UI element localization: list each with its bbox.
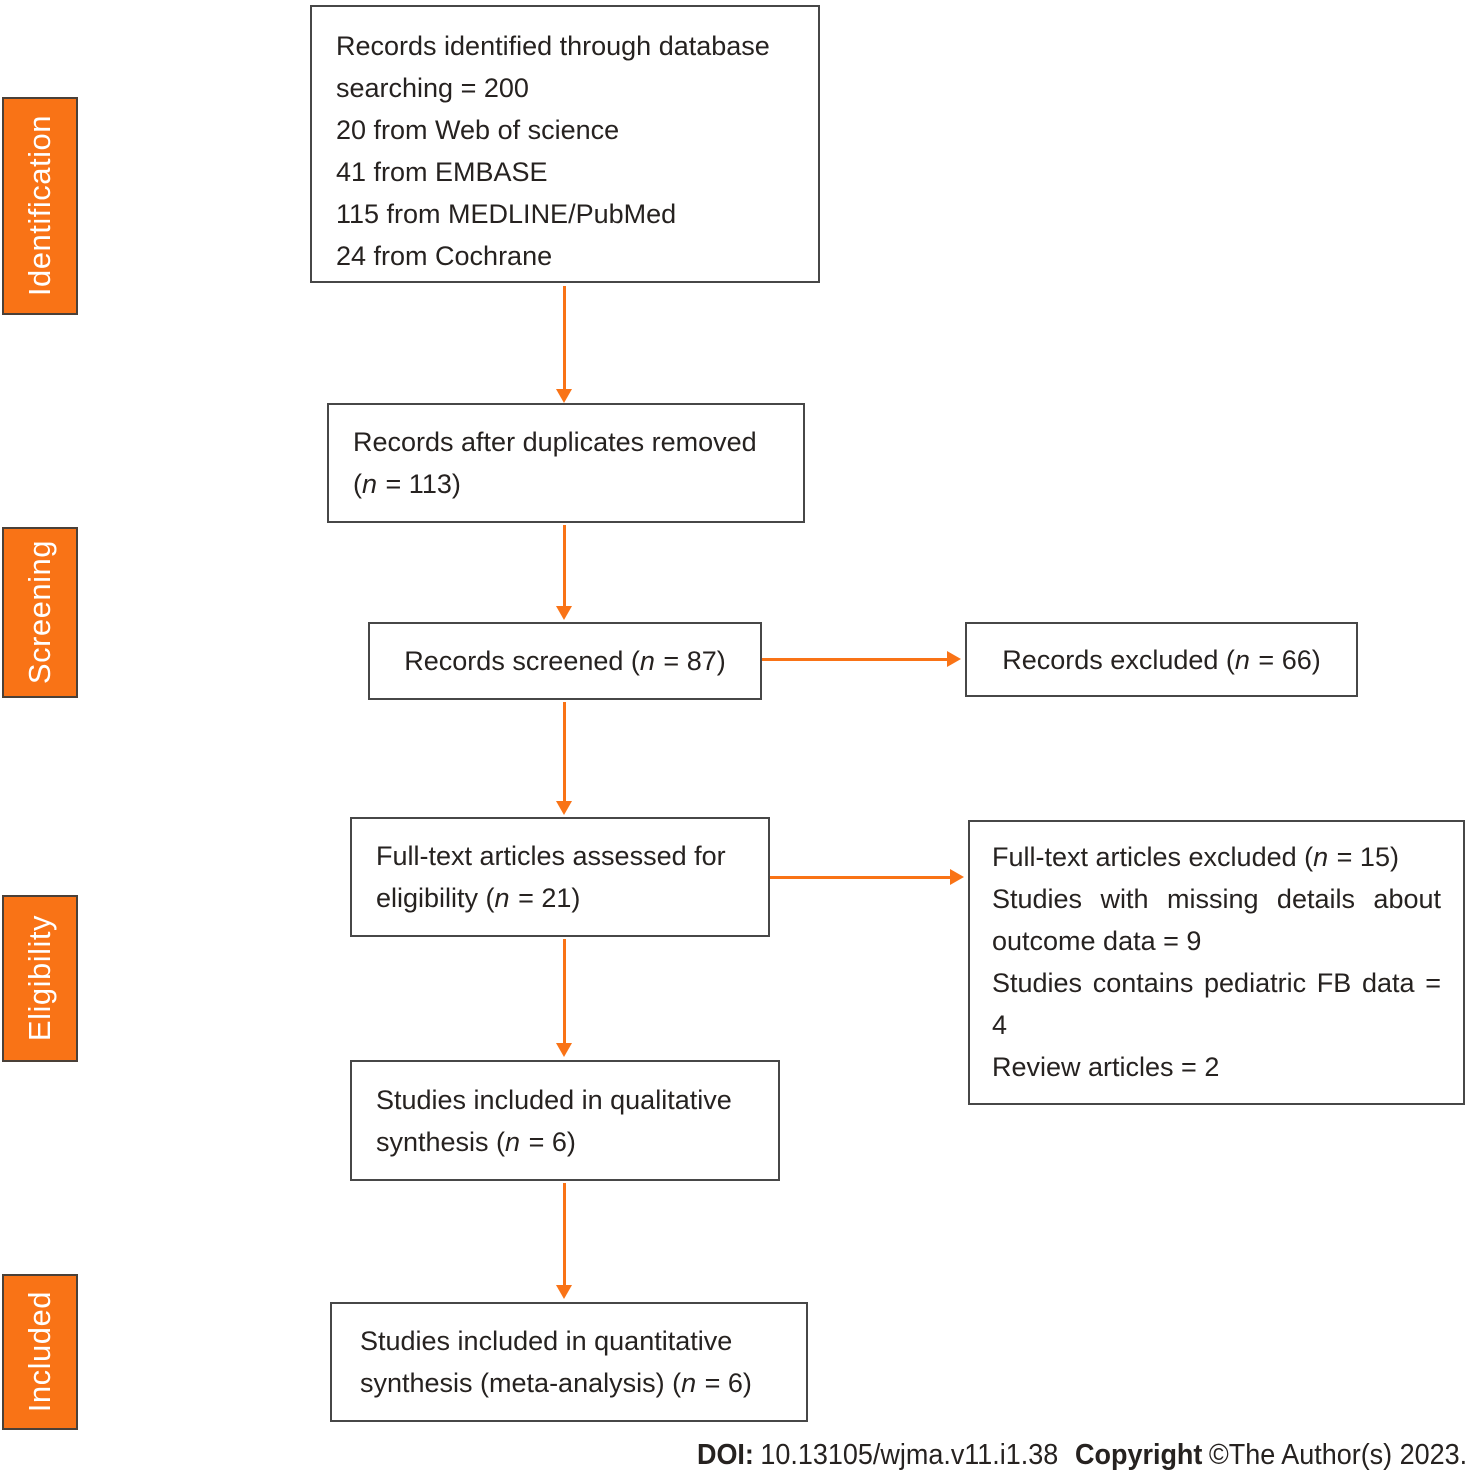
footer-citation: DOI:10.13105/wjma.v11.i1.38 Copyright©The…: [697, 1437, 1467, 1473]
italic-n: n: [505, 1126, 521, 1157]
arrow-screened-to-excluded: [762, 658, 948, 661]
box-records-screened: Records screened (n = 87): [368, 622, 762, 700]
duplicates-removed-text: Records after duplicates removed (n = 11…: [353, 421, 779, 505]
text-fragment: = 15): [1329, 842, 1399, 872]
text-fragment: Records excluded (: [1002, 644, 1235, 675]
box-qualitative-synthesis: Studies included in qualitative synthesi…: [350, 1060, 780, 1181]
text-fragment: Records screened (: [404, 646, 640, 676]
text-fragment: Full-text articles excluded (: [992, 842, 1314, 872]
fulltext-excluded-line1: Full-text articles excluded (n = 15): [992, 836, 1441, 878]
arrowhead-down-icon: [556, 389, 572, 403]
fulltext-excluded-line2: Studies with missing details about outco…: [992, 884, 1441, 956]
arrow-qualitative-to-quantitative: [563, 1183, 566, 1286]
text-fragment: = 87): [655, 646, 726, 676]
doi-label: DOI:: [696, 1439, 754, 1471]
arrow-duplicates-to-screened: [563, 525, 566, 607]
text-fragment: Records after duplicates removed (: [353, 427, 757, 499]
text-fragment: Studies included in quantitative synthes…: [360, 1326, 733, 1398]
doi-value: 10.13105/wjma.v11.i1.38: [760, 1439, 1059, 1471]
italic-n: n: [681, 1368, 697, 1398]
fulltext-excluded-line4: Review articles = 2: [992, 1052, 1220, 1082]
stage-label-identification: Identification: [2, 97, 78, 315]
stage-label-identification-text: Identification: [22, 115, 57, 297]
stage-label-included-text: Included: [22, 1291, 57, 1413]
quantitative-synthesis-text: Studies included in quantitative synthes…: [360, 1320, 778, 1404]
arrow-screened-to-fulltext: [563, 702, 566, 802]
text-fragment: Full-text articles assessed for eligibil…: [376, 841, 726, 913]
box-quantitative-synthesis: Studies included in quantitative synthes…: [330, 1302, 808, 1422]
box-duplicates-removed: Records after duplicates removed (n = 11…: [327, 403, 805, 523]
records-identified-line: Records identified through database sear…: [336, 31, 770, 103]
stage-label-screening: Screening: [2, 527, 78, 698]
box-records-excluded: Records excluded (n = 66): [965, 622, 1358, 697]
fulltext-assessed-text: Full-text articles assessed for eligibil…: [376, 835, 744, 919]
arrow-fulltext-to-qualitative: [563, 939, 566, 1044]
stage-label-included: Included: [2, 1274, 78, 1430]
text-fragment: = 113): [378, 469, 461, 499]
arrow-identified-to-duplicates: [563, 286, 566, 390]
arrowhead-right-icon: [947, 651, 961, 667]
text-fragment: = 66): [1250, 644, 1321, 675]
records-excluded-text: Records excluded (n = 66): [1002, 639, 1320, 681]
arrowhead-down-icon: [556, 1043, 572, 1057]
arrowhead-down-icon: [556, 801, 572, 815]
records-identified-line: 41 from EMBASE: [336, 157, 548, 187]
records-screened-text: Records screened (n = 87): [404, 640, 725, 682]
box-fulltext-assessed: Full-text articles assessed for eligibil…: [350, 817, 770, 937]
arrowhead-down-icon: [556, 606, 572, 620]
arrow-fulltext-to-excluded: [770, 876, 951, 879]
stage-label-eligibility: Eligibility: [2, 895, 78, 1062]
qualitative-synthesis-text: Studies included in qualitative synthesi…: [376, 1079, 754, 1163]
text-fragment: = 6): [521, 1126, 576, 1157]
records-identified-line: 24 from Cochrane: [336, 241, 553, 271]
text-fragment: = 6): [697, 1368, 752, 1398]
box-fulltext-excluded: Full-text articles excluded (n = 15) Stu…: [968, 820, 1465, 1105]
arrowhead-right-icon: [950, 869, 964, 885]
records-identified-line: 20 from Web of science: [336, 115, 620, 145]
copyright-label: Copyright: [1074, 1439, 1203, 1471]
italic-n: n: [1313, 842, 1329, 872]
copyright-value: ©The Author(s) 2023.: [1208, 1439, 1467, 1471]
text-fragment: Studies included in qualitative synthesi…: [376, 1084, 732, 1157]
fulltext-excluded-line3: Studies contains pediatric FB data = 4: [992, 968, 1441, 1040]
italic-n: n: [362, 469, 378, 499]
text-fragment: = 21): [510, 883, 581, 913]
stage-label-screening-text: Screening: [22, 540, 57, 685]
italic-n: n: [1234, 644, 1250, 675]
italic-n: n: [639, 646, 655, 676]
stage-label-eligibility-text: Eligibility: [22, 915, 57, 1042]
box-records-identified: Records identified through database sear…: [310, 5, 820, 283]
arrowhead-down-icon: [556, 1285, 572, 1299]
italic-n: n: [494, 883, 510, 913]
records-identified-line: 115 from MEDLINE/PubMed: [336, 199, 677, 229]
